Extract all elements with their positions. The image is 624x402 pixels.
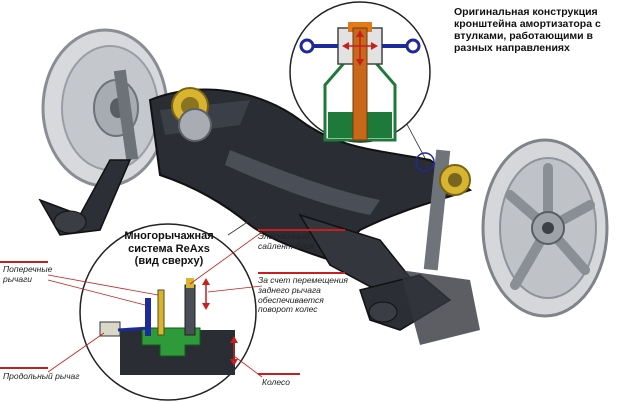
left-hub: [171, 87, 212, 142]
rear-arm-steering-label: За счет перемещения заднего рычага обесп…: [258, 275, 348, 315]
left-strut: [38, 69, 139, 236]
left-wheel: [41, 28, 169, 188]
right-wheel: [481, 138, 609, 318]
longitudinal-arm-label: Продольный рычаг: [3, 371, 80, 381]
reaxs-detail-inset: [47, 223, 263, 401]
detail-marker: [415, 152, 435, 172]
system-title: Многорычажная система ReAxs (вид сверху): [114, 230, 224, 268]
transverse-arms-label: Поперечные рычаги: [3, 264, 53, 284]
system-title-line1: Многорычажная: [124, 230, 214, 242]
system-title-line3: (вид сверху): [134, 255, 204, 268]
right-strut: [359, 149, 480, 345]
wheel-label: Колесо: [262, 377, 290, 387]
bracket-detail-inset: [289, 1, 431, 143]
system-title-line2: система ReAxs: [128, 242, 210, 255]
elastic-block-label: Эластичный сайлент-блок: [258, 231, 314, 251]
label-underlines: [0, 229, 345, 375]
bracket-design-callout: Оригинальная конструкция кронштейна амор…: [454, 6, 601, 55]
